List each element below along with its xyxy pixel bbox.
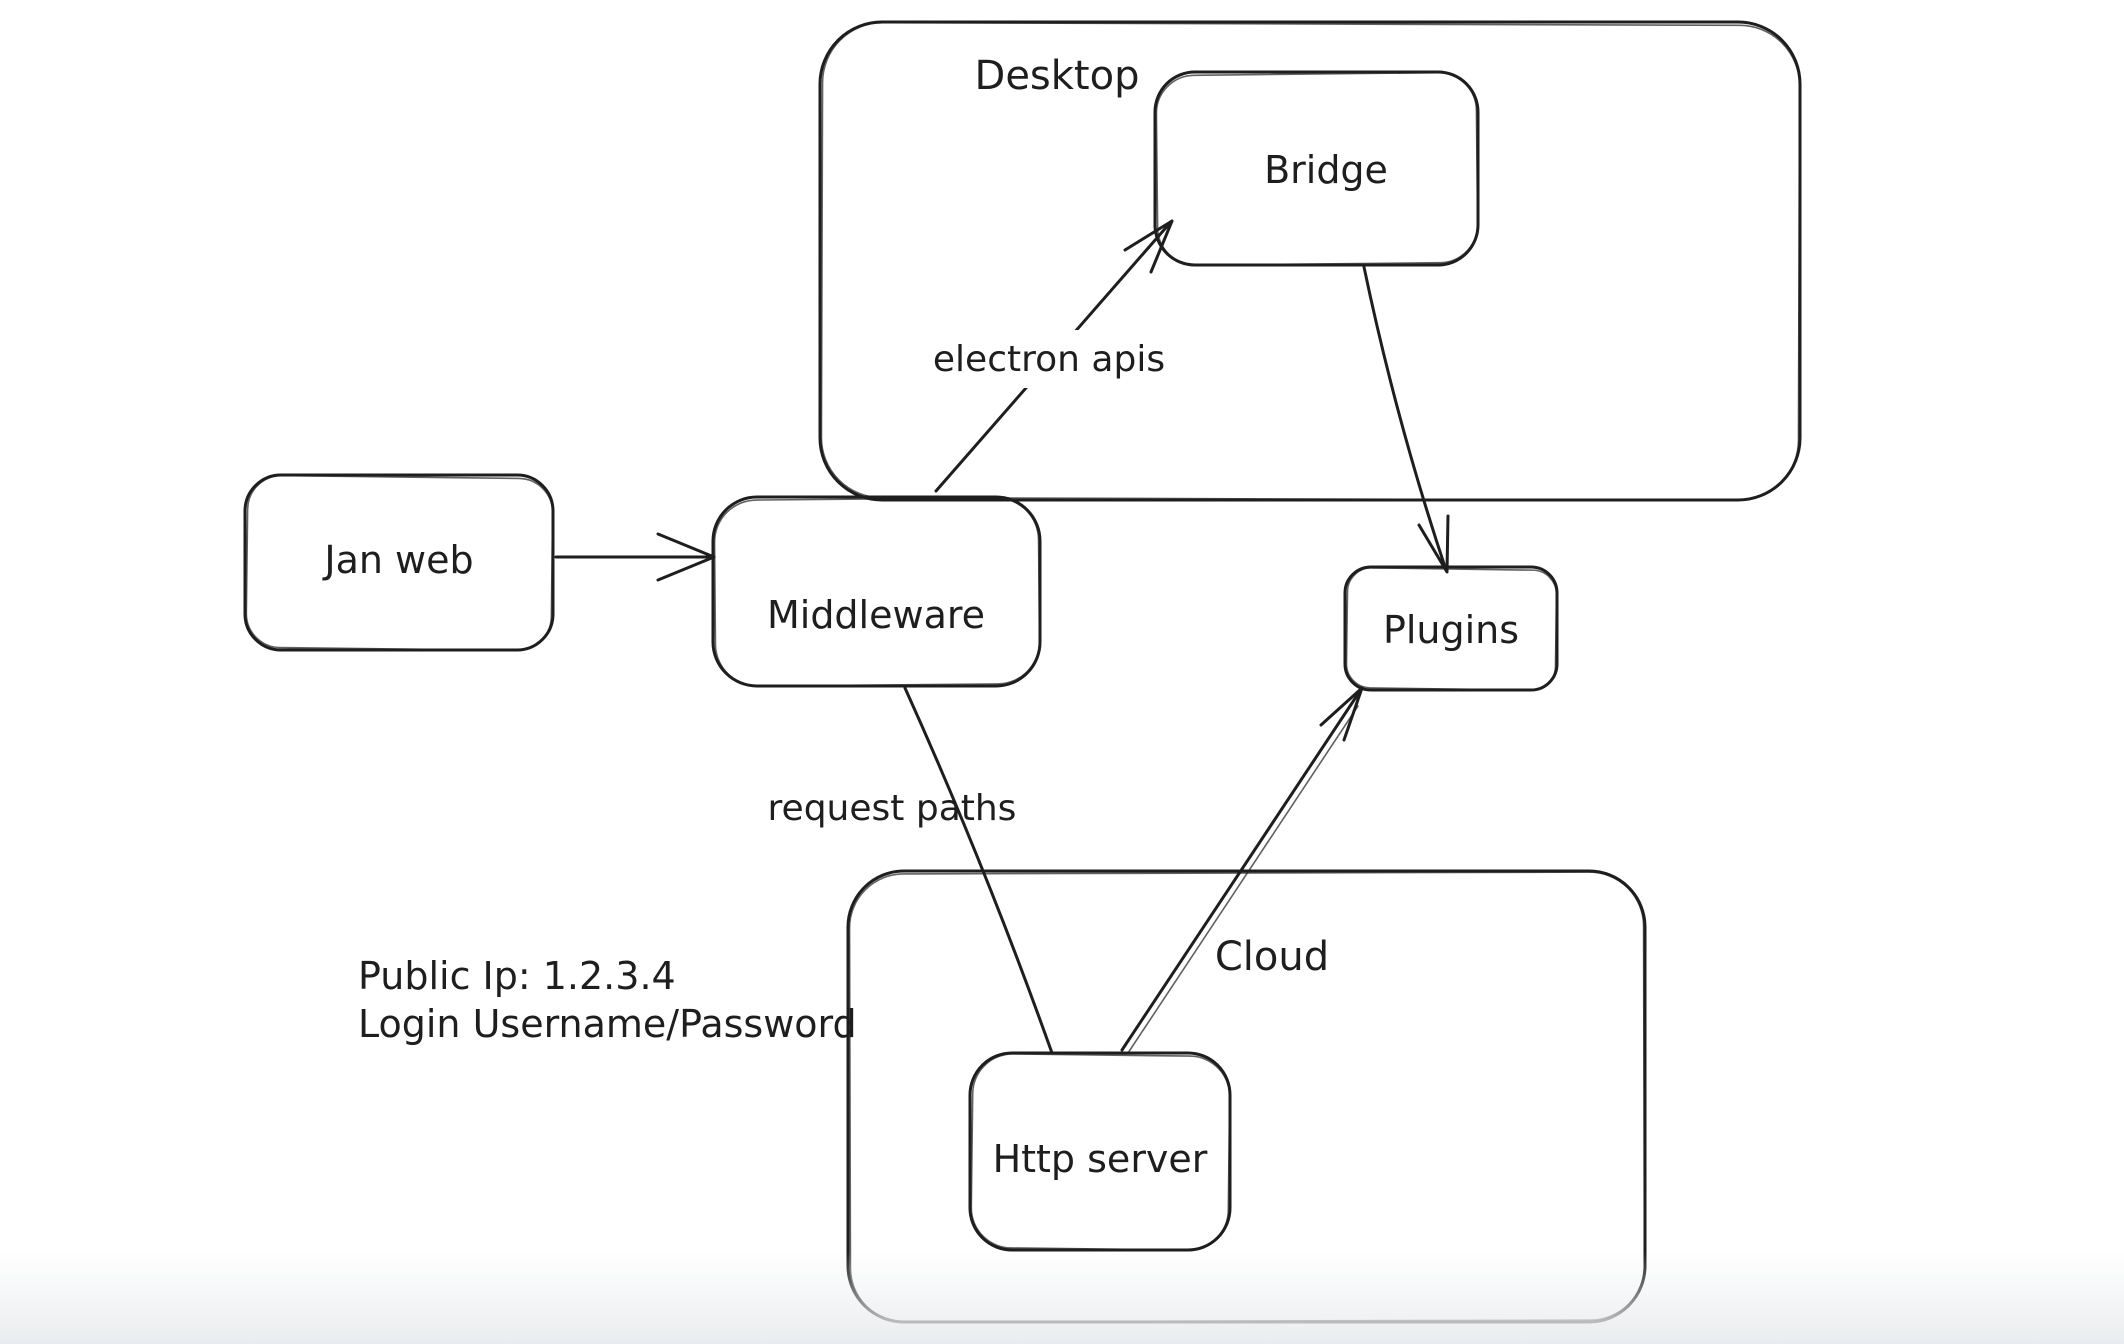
arrowhead (1123, 219, 1174, 274)
annotation-public-ip: Public Ip: 1.2.3.4 (358, 954, 676, 998)
node-http-server-label: Http server (993, 1137, 1208, 1181)
edge-line (903, 686, 1054, 1055)
node-plugins-label: Plugins (1383, 608, 1519, 652)
annotation-credentials[interactable]: Public Ip: 1.2.3.4 Login Username/Passwo… (358, 954, 857, 1046)
bridge-box-sketch-stroke (1155, 71, 1479, 267)
container-desktop-label: Desktop (975, 53, 1140, 99)
middleware-box-sketch-stroke (713, 497, 1041, 687)
edge-jan-web-to-middleware[interactable] (554, 532, 716, 582)
jan-web-box-sketch-stroke (245, 474, 554, 652)
node-http-server[interactable]: Http server (968, 1051, 1232, 1252)
node-middleware[interactable]: Middleware (711, 495, 1042, 688)
edge-middleware-to-http-server[interactable]: request paths (768, 686, 1054, 1055)
jan-web-box-outline (243, 473, 555, 652)
edge-sketch-stroke (1127, 705, 1359, 1054)
desktop-box-sketch-stroke (820, 21, 1801, 502)
node-jan-web[interactable]: Jan web (243, 473, 555, 652)
edge-line (1362, 265, 1448, 572)
page-bottom-fade (0, 1252, 2124, 1344)
edge-label-electron-apis: electron apis (933, 339, 1165, 380)
node-bridge[interactable]: Bridge (1153, 70, 1480, 267)
container-cloud-label: Cloud (1215, 934, 1329, 980)
edge-middleware-to-bridge[interactable]: electron apis (920, 219, 1178, 493)
http-server-box-outline (968, 1051, 1232, 1252)
container-desktop[interactable]: Desktop (818, 20, 1802, 502)
plugins-box-sketch-stroke (1345, 567, 1558, 691)
http-server-box-sketch-stroke (970, 1053, 1231, 1251)
node-middleware-label: Middleware (767, 593, 985, 637)
edge-line (1120, 686, 1364, 1052)
arrowhead (1417, 514, 1450, 574)
node-jan-web-label: Jan web (322, 538, 473, 582)
node-plugins[interactable]: Plugins (1343, 565, 1559, 692)
bridge-box-outline (1153, 70, 1480, 267)
node-bridge-label: Bridge (1264, 148, 1388, 192)
middleware-box-outline (711, 495, 1042, 688)
edge-bridge-to-plugins[interactable] (1362, 265, 1450, 574)
edge-label-request-paths: request paths (768, 788, 1017, 829)
annotation-login: Login Username/Password (358, 1002, 857, 1046)
edge-label-background (920, 330, 1178, 388)
plugins-box-outline (1343, 565, 1559, 692)
desktop-box-outline (818, 20, 1802, 502)
